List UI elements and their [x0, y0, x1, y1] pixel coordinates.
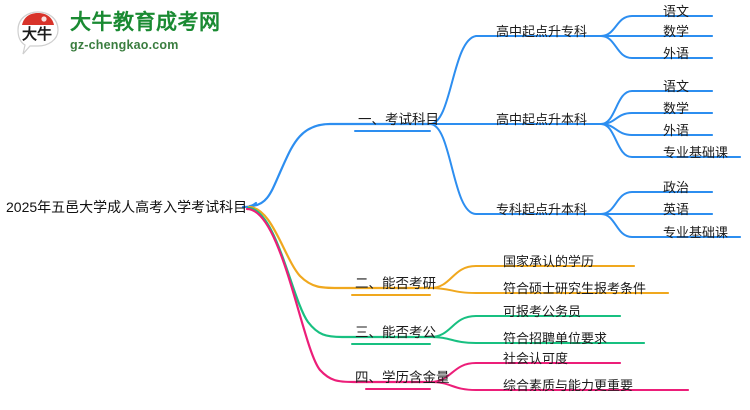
branch-label-exam-subjects[interactable]: 一、考试科目 — [358, 112, 439, 127]
leaf-label[interactable]: 综合素质与能力更重要 — [503, 378, 634, 393]
branch-label-degree-value[interactable]: 四、学历含金量 — [355, 370, 450, 385]
logo-subtitle: gz-chengkao.com — [70, 38, 179, 52]
leaf-label[interactable]: 语文 — [663, 79, 690, 94]
site-logo: 大牛 大牛教育成考网 gz-chengkao.com — [14, 8, 254, 60]
leaf-label[interactable]: 可报考公务员 — [503, 304, 582, 319]
svg-text:大牛: 大牛 — [22, 25, 52, 43]
leaf-label[interactable]: 国家承认的学历 — [503, 254, 595, 269]
leaf-label[interactable]: 专业基础课 — [663, 225, 729, 240]
leaf-label[interactable]: 外语 — [663, 123, 690, 138]
leaf-label[interactable]: 数学 — [663, 24, 690, 39]
subbranch-label-hs-to-junior-college[interactable]: 高中起点升专科 — [496, 24, 588, 39]
leaf-label[interactable]: 数学 — [663, 101, 690, 116]
subbranch-label-hs-to-bachelor[interactable]: 高中起点升本科 — [496, 112, 588, 127]
leaf-label[interactable]: 社会认可度 — [503, 351, 569, 366]
leaf-label[interactable]: 英语 — [663, 202, 690, 217]
leaf-label[interactable]: 外语 — [663, 46, 690, 61]
logo-mark-icon: 大牛 — [17, 11, 59, 55]
leaf-label[interactable]: 符合招聘单位要求 — [503, 331, 608, 346]
branch-label-civil-service-eligibility[interactable]: 三、能否考公 — [355, 325, 436, 340]
leaf-label[interactable]: 语文 — [663, 4, 690, 19]
leaf-label[interactable]: 政治 — [663, 180, 690, 195]
leaf-label[interactable]: 符合硕士研究生报考条件 — [503, 281, 647, 296]
leaf-label[interactable]: 专业基础课 — [663, 145, 729, 160]
branch-label-postgraduate-eligibility[interactable]: 二、能否考研 — [355, 276, 436, 291]
subbranch-label-junior-college-to-bachelor[interactable]: 专科起点升本科 — [496, 202, 588, 217]
mindmap-root-label: 2025年五邑大学成人高考入学考试科目 — [6, 199, 248, 215]
logo-title: 大牛教育成考网 — [70, 11, 221, 34]
